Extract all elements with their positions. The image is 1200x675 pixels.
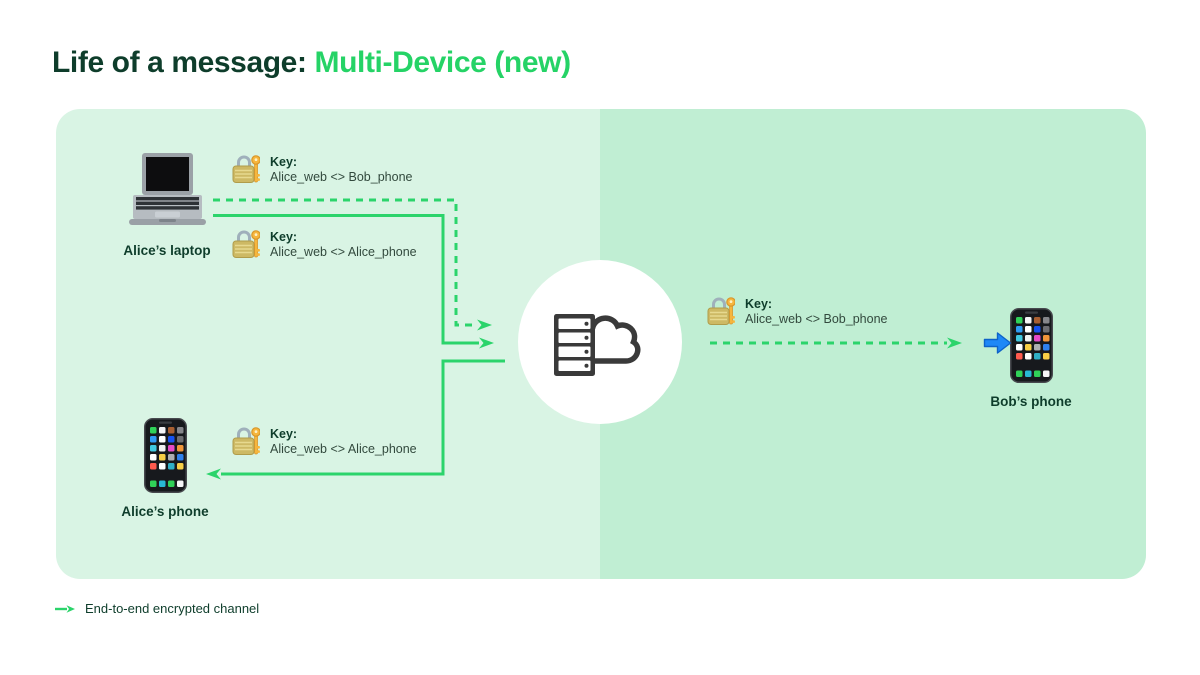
key-value: Alice_web <> Bob_phone: [270, 170, 413, 184]
phone-icon: [1009, 308, 1053, 383]
page-title: Life of a message: Multi-Device (new): [52, 46, 571, 80]
alice-laptop-label: Alice’s laptop: [123, 243, 211, 258]
key-block-laptop-bob: Key: Alice_web <> Bob_phone: [232, 153, 412, 185]
key-value: Alice_web <> Alice_phone: [270, 245, 417, 259]
blue-delivery-arrow-icon: [983, 331, 1012, 360]
lock-with-key-icon: [232, 427, 260, 455]
bob-phone-node: Bob’s phone: [956, 308, 1106, 409]
key-label: Key:: [745, 297, 773, 311]
lock-with-key-icon: [232, 155, 260, 183]
title-prefix: Life of a message:: [52, 46, 315, 79]
key-label: Key:: [270, 427, 298, 441]
key-value: Alice_web <> Bob_phone: [745, 312, 888, 326]
key-block-laptop-alice-phone: Key: Alice_web <> Alice_phone: [232, 228, 417, 260]
green-arrow-icon: [55, 604, 75, 613]
alice-phone-label: Alice’s phone: [121, 504, 209, 519]
key-block-server-bob-phone: Key: Alice_web <> Bob_phone: [707, 295, 887, 327]
server-node: [518, 260, 682, 424]
bob-phone-label: Bob’s phone: [990, 394, 1072, 409]
phone-icon: [143, 418, 187, 493]
lock-with-key-icon: [232, 230, 260, 258]
server-cloud-icon: [554, 314, 641, 376]
key-value: Alice_web <> Alice_phone: [270, 442, 417, 456]
title-accent: Multi-Device (new): [314, 46, 572, 79]
legend: End-to-end encrypted channel: [54, 601, 259, 616]
key-block-server-alice-phone: Key: Alice_web <> Alice_phone: [232, 425, 417, 457]
lock-with-key-icon: [707, 297, 735, 325]
alice-laptop-node: Alice’s laptop: [92, 152, 242, 258]
alice-phone-node: Alice’s phone: [90, 418, 240, 519]
legend-label: End-to-end encrypted channel: [85, 601, 260, 616]
key-label: Key:: [270, 155, 298, 169]
key-label: Key:: [270, 230, 298, 244]
laptop-icon: [129, 153, 206, 225]
